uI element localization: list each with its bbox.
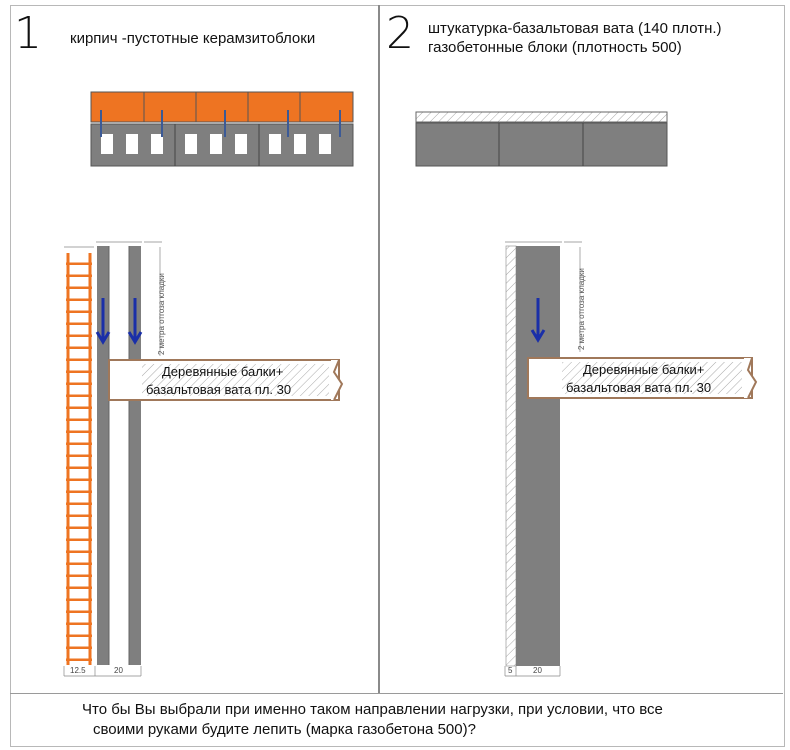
- panel1-number: 1: [14, 8, 42, 59]
- panel1-dim-block: 20: [114, 666, 123, 675]
- block-shell-inner: [129, 246, 141, 665]
- plaster-layer: [415, 111, 668, 123]
- load-arrow: [530, 298, 546, 343]
- question-line2: своими руками будите лепить (марка газоб…: [93, 721, 476, 738]
- panel2-beam-label-line2: базальтовая вата пл. 30: [566, 380, 712, 395]
- panel1-section: [63, 241, 344, 677]
- load-arrows: [95, 298, 143, 345]
- block-shell-outer: [97, 246, 109, 665]
- panel1-vertical-note: 2 метра отгоза кладки: [157, 273, 166, 355]
- panel-divider: [378, 5, 380, 693]
- question-line1: Что бы Вы выбрали при именно таком напра…: [82, 701, 663, 718]
- panel1-caption: кирпич -пустотные керамзитоблоки: [70, 30, 316, 47]
- panel1-beam-label-line2: базальтовая вата пл. 30: [146, 382, 292, 397]
- panel2-vertical-note: 2 метра отгоза кладки: [577, 268, 586, 350]
- panel2-dim-plaster: 5: [508, 666, 513, 675]
- question-divider: [10, 693, 783, 694]
- panel1-plan-view: [90, 91, 354, 167]
- aerated-block-layer: [415, 122, 668, 167]
- panel2-caption-line1: штукатурка-базальтовая вата (140 плотн.): [428, 20, 722, 37]
- panel2-section: [504, 241, 758, 677]
- plaster-strip: [505, 245, 517, 667]
- panel1-beam-label-line1: Деревянные балки+: [162, 364, 284, 379]
- diagram-frame: [10, 5, 785, 747]
- panel2-number: 2: [386, 8, 414, 59]
- panel1-dim-brick: 12.5: [70, 666, 86, 675]
- panel2-beam-label-line1: Деревянные балки+: [583, 362, 705, 377]
- panel2-dim-block: 20: [533, 666, 542, 675]
- panel2-plan-view: [415, 111, 668, 167]
- brick-layer: [90, 91, 354, 123]
- panel2-caption-line2: газобетонные блоки (плотность 500): [428, 39, 682, 56]
